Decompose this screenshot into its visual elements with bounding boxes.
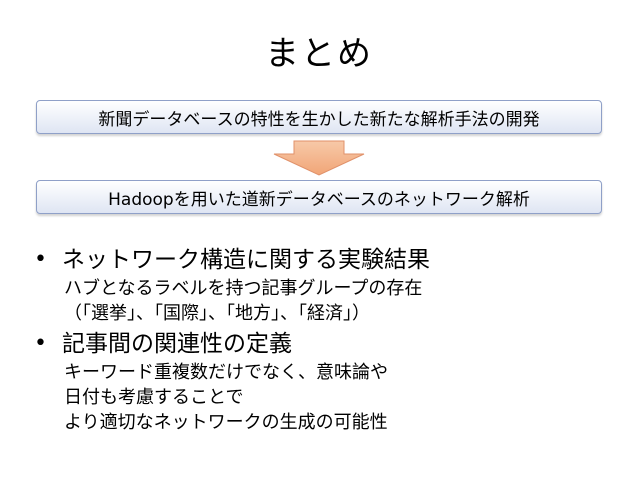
bullet-subline: より適切なネットワークの生成の可能性 xyxy=(64,412,388,433)
banner-top-label: 新聞データベースの特性を生かした新たな解析手法の開発 xyxy=(98,109,540,130)
bullet-item-article-relations: • 記事間の関連性の定義 xyxy=(34,328,624,360)
bullet-subline: キーワード重複数だけでなく、意味論や xyxy=(64,362,388,383)
banner-bottom-label: Hadoopを用いた道新データベースのネットワーク解析 xyxy=(108,189,530,210)
bullet-heading: ネットワーク構造に関する実験結果 xyxy=(62,247,430,273)
down-arrow-icon xyxy=(273,140,365,176)
bullet-item-network-structure: • ネットワーク構造に関する実験結果 xyxy=(34,244,624,276)
bullet-dot-icon: • xyxy=(34,247,47,272)
down-arrow-shape xyxy=(273,140,365,176)
slide-title: まとめ xyxy=(265,34,373,74)
bullet-subline: ハブとなるラベルを持つ記事グループの存在 xyxy=(64,278,423,299)
banner-top: 新聞データベースの特性を生かした新たな解析手法の開発 xyxy=(36,100,602,134)
bullet-list: • ネットワーク構造に関する実験結果 ハブとなるラベルを持つ記事グループの存在 … xyxy=(34,244,624,435)
bullet-heading: 記事間の関連性の定義 xyxy=(62,331,292,357)
banner-bottom: Hadoopを用いた道新データベースのネットワーク解析 xyxy=(36,180,602,214)
bullet-subline: （「選挙」、「国際」、「地方」、「経済」） xyxy=(64,303,370,324)
bullet-dot-icon: • xyxy=(34,331,47,356)
bullet-subline: 日付も考慮することで xyxy=(64,387,244,408)
